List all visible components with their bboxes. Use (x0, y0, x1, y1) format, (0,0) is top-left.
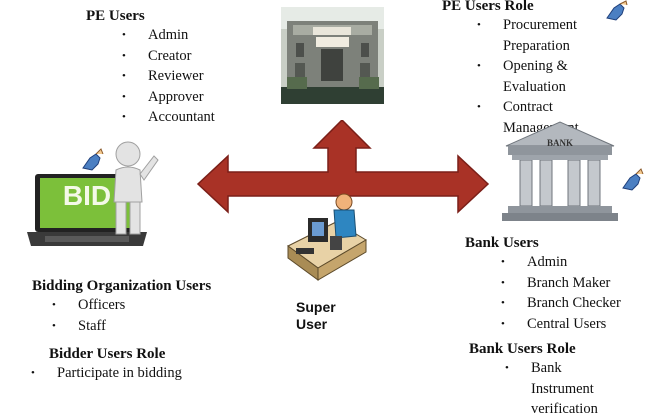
list-item-label: Officers (78, 297, 126, 313)
list-item-label: Participate in bidding (57, 365, 182, 381)
list-item-label: Reviewer (148, 68, 204, 84)
pe-building-photo (281, 7, 384, 104)
bullet-icon: • (122, 29, 126, 41)
list-item-label: Accountant (148, 109, 215, 125)
list-item: • Reviewer (122, 66, 286, 87)
list-item: • Central Users (501, 314, 660, 335)
laptop-screen-text: BID (62, 180, 112, 211)
bidder-role-list: • Participate in bidding (31, 363, 271, 384)
bullet-icon: • (31, 367, 35, 379)
bullet-icon: • (477, 101, 481, 113)
super-user-label: Super User (296, 299, 356, 333)
list-item-label: Opening & Evaluation (503, 58, 568, 95)
bank-building-image: BANK (498, 120, 622, 222)
list-item: • Bank Instrument verification (505, 358, 625, 420)
list-item: • Opening & Evaluation (477, 56, 627, 97)
list-item-label: Approver (148, 88, 204, 105)
list-item-label: Central Users (527, 315, 607, 332)
list-item: • Admin (501, 252, 660, 273)
bidder-role-section: Bidder Users Role • Participate in biddin… (31, 346, 271, 384)
list-item: • Accountant (122, 107, 286, 128)
bullet-icon: • (501, 256, 505, 268)
list-item-label: Branch Checker (527, 295, 621, 311)
hand-pointer-icon (620, 168, 646, 192)
list-item: • Branch Maker (501, 273, 660, 294)
bank-users-role-section: Bank Users Role • Bank Instrument verific… (469, 341, 659, 420)
bullet-icon: • (501, 317, 505, 330)
list-item: • Branch Checker (501, 293, 660, 314)
list-item: • Creator (122, 46, 286, 67)
bullet-icon: • (122, 70, 126, 82)
super-user-line2: User (296, 316, 328, 332)
list-item: • Procurement Preparation (477, 15, 627, 56)
list-item: • Participate in bidding (31, 363, 271, 384)
list-item: • Staff (52, 316, 272, 337)
list-item-label: Admin (148, 27, 189, 43)
super-user-image (286, 188, 368, 286)
list-item: • Officers (52, 295, 272, 316)
bullet-icon: • (52, 319, 56, 332)
person-figure-icon (104, 140, 164, 240)
list-item-label: Admin (527, 254, 568, 270)
bullet-icon: • (477, 60, 481, 72)
list-item-label: Branch Maker (527, 274, 611, 291)
super-user-line1: Super (296, 299, 336, 315)
bank-users-role-title: Bank Users Role (469, 341, 576, 357)
bullet-icon: • (122, 111, 126, 123)
pe-users-section: PE Users • Admin • Creator • Reviewer • Approve… (86, 8, 286, 128)
bidder-role-title: Bidder Users Role (49, 346, 166, 362)
pe-users-list: • Admin • Creator • Reviewer • Approver • Account… (122, 25, 286, 128)
bullet-icon: • (505, 362, 509, 374)
bullet-icon: • (477, 19, 481, 31)
bidding-org-title: Bidding Organization Users (32, 278, 212, 294)
pe-users-title: PE Users (86, 8, 145, 24)
pe-users-role-section: PE Users Role • Procurement Preparation • O… (442, 0, 642, 138)
bullet-icon: • (501, 297, 505, 309)
bidding-org-section: Bidding Organization Users • Officers • Sta… (32, 278, 272, 336)
pe-users-role-title: PE Users Role (442, 0, 534, 14)
bullet-icon: • (122, 49, 126, 62)
hand-pointer-icon (604, 0, 630, 22)
bank-users-list: • Admin • Branch Maker • Branch Checker • Centr… (501, 252, 660, 334)
hand-pointer-icon (80, 148, 106, 172)
bank-users-role-list: • Bank Instrument verification (505, 358, 625, 420)
bank-users-section: Bank Users • Admin • Branch Maker • Branch Ch… (465, 235, 660, 334)
list-item-label: Bank Instrument verification (531, 360, 598, 417)
list-item-label: Procurement Preparation (503, 17, 578, 54)
bidding-org-list: • Officers • Staff (52, 295, 272, 336)
bank-sign-text: BANK (546, 138, 573, 148)
list-item: • Approver (122, 87, 286, 108)
bullet-icon: • (501, 276, 505, 289)
bullet-icon: • (52, 299, 56, 311)
list-item-label: Staff (78, 317, 106, 334)
list-item-label: Creator (148, 47, 192, 64)
list-item: • Admin (122, 25, 286, 46)
bullet-icon: • (122, 90, 126, 103)
bank-users-title: Bank Users (465, 235, 539, 251)
